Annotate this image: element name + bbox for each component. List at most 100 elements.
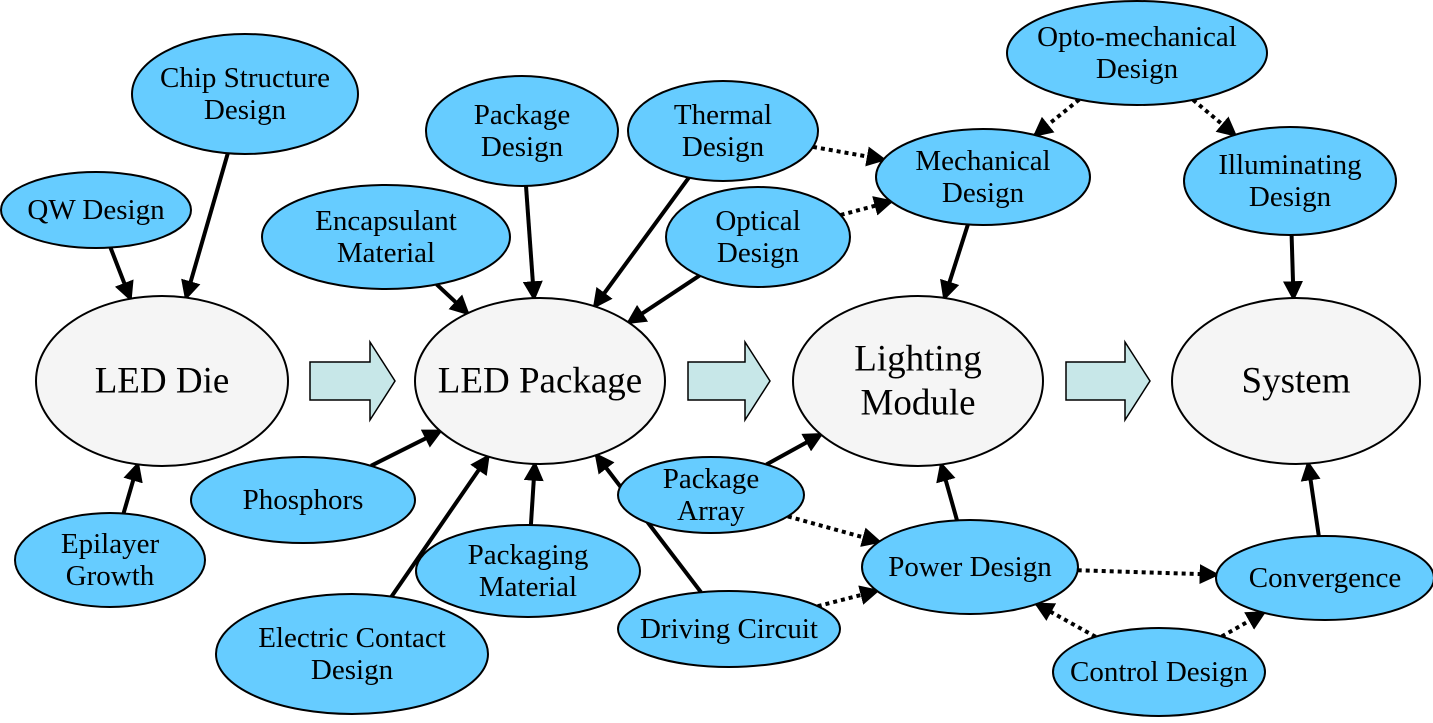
node-chip-label-1: Chip Structure (160, 62, 330, 94)
node-control-label-1: Control Design (1070, 656, 1249, 688)
node-pkg-material-label-1: Packaging (468, 539, 589, 571)
node-system-shape (1171, 297, 1421, 465)
edge-epilayer-to-led-die (121, 461, 143, 515)
edge-layer (108, 98, 1321, 639)
edge-pkg-array-to-lighting (765, 432, 824, 467)
edge-pkg-array-to-power (787, 514, 883, 547)
edge-thermal-to-led-package (592, 176, 691, 309)
node-system: System (1171, 297, 1421, 465)
node-driving: Driving Circuit (617, 590, 841, 668)
edge-pkg-material-to-led-package (523, 460, 544, 526)
stage-arrow-module-to-system (1065, 339, 1151, 423)
edge-optical-to-mechanical (840, 196, 895, 217)
node-pkg-material-shape (415, 524, 641, 618)
node-led-die-shape (35, 295, 289, 467)
edge-opto-to-mechanical (1032, 98, 1081, 138)
node-encapsulant-label-1: Encapsulant (315, 205, 457, 237)
node-control: Control Design (1052, 627, 1266, 717)
node-qw: QW Design (0, 171, 192, 249)
node-chip-label-2: Design (204, 94, 287, 126)
edge-encapsulant-to-led-package (435, 282, 470, 316)
node-pkg-design-label-1: Package (474, 99, 571, 131)
edge-convergence-to-system (1300, 460, 1321, 537)
node-epilayer-label-2: Growth (66, 560, 155, 592)
node-led-package-shape (414, 297, 666, 465)
edge-power-to-lighting (936, 461, 959, 521)
edge-control-to-convergence (1220, 610, 1267, 639)
node-led-die: LED Die (35, 295, 289, 467)
node-thermal-label-2: Design (682, 131, 765, 163)
node-opto-label-1: Opto-mechanical (1037, 21, 1237, 53)
node-electric-label-1: Electric Contact (258, 622, 446, 654)
node-pkg-design-label-2: Design (481, 131, 564, 163)
node-driving-shape (617, 590, 841, 668)
node-pkg-design-shape (425, 75, 619, 187)
edge-chip-to-led-die (181, 152, 230, 301)
node-qw-label-1: QW Design (27, 194, 165, 226)
node-led-package-label-1: LED Package (438, 361, 642, 402)
stage-arrows (309, 339, 1151, 423)
node-phosphors-label-1: Phosphors (243, 484, 364, 516)
node-illuminating-label-1: Illuminating (1218, 149, 1361, 181)
node-mechanical-label-1: Mechanical (915, 145, 1050, 177)
edge-power-to-convergence (1077, 564, 1220, 585)
node-illuminating-shape (1183, 126, 1397, 236)
node-pkg-array-label-2: Array (677, 495, 745, 527)
node-optical-label-1: Optical (715, 205, 800, 237)
node-power: Power Design (861, 519, 1079, 615)
edge-phosphors-to-led-package (370, 429, 444, 468)
edge-opto-to-illuminating (1191, 98, 1238, 137)
node-lighting-shape (792, 295, 1044, 467)
node-opto-label-2: Design (1096, 53, 1179, 85)
node-pkg-material-label-2: Material (479, 571, 577, 603)
node-lighting-label-2: Module (860, 383, 975, 424)
node-led-die-label-1: LED Die (95, 361, 230, 402)
node-illuminating-label-2: Design (1249, 181, 1332, 213)
edge-electric-to-led-package (389, 453, 490, 598)
node-optical-shape (665, 186, 851, 288)
node-encapsulant-shape (261, 184, 511, 290)
edge-qw-to-led-die (108, 246, 134, 302)
node-led-package: LED Package (414, 297, 666, 465)
node-phosphors-shape (190, 456, 416, 544)
edge-mechanical-to-lighting (940, 223, 970, 301)
node-control-shape (1052, 627, 1266, 717)
node-driving-label-1: Driving Circuit (640, 613, 818, 645)
node-epilayer-label-1: Epilayer (61, 528, 160, 560)
node-pkg-array-shape (617, 456, 805, 534)
edge-pkg-design-to-led-package (522, 185, 543, 302)
edge-illuminating-to-system (1282, 234, 1303, 302)
node-chip-shape (131, 33, 359, 155)
stage-arrow-package-to-module (687, 339, 771, 423)
node-convergence-label-1: Convergence (1249, 562, 1401, 594)
node-thermal-shape (627, 80, 819, 182)
node-electric-shape (215, 593, 489, 715)
edge-optical-to-led-package (625, 273, 701, 325)
stage-arrow-die-to-package (309, 339, 396, 423)
node-mechanical-label-2: Design (942, 177, 1025, 209)
node-power-shape (861, 519, 1079, 615)
node-epilayer-shape (14, 512, 206, 608)
node-electric-label-2: Design (311, 654, 394, 686)
node-encapsulant-label-2: Material (337, 237, 435, 269)
node-system-label-1: System (1242, 361, 1351, 402)
node-convergence: Convergence (1215, 535, 1433, 621)
node-mechanical-shape (875, 128, 1091, 226)
edge-driving-to-power (817, 585, 881, 609)
node-qw-shape (0, 171, 192, 249)
node-lighting-label-1: Lighting (854, 339, 981, 380)
